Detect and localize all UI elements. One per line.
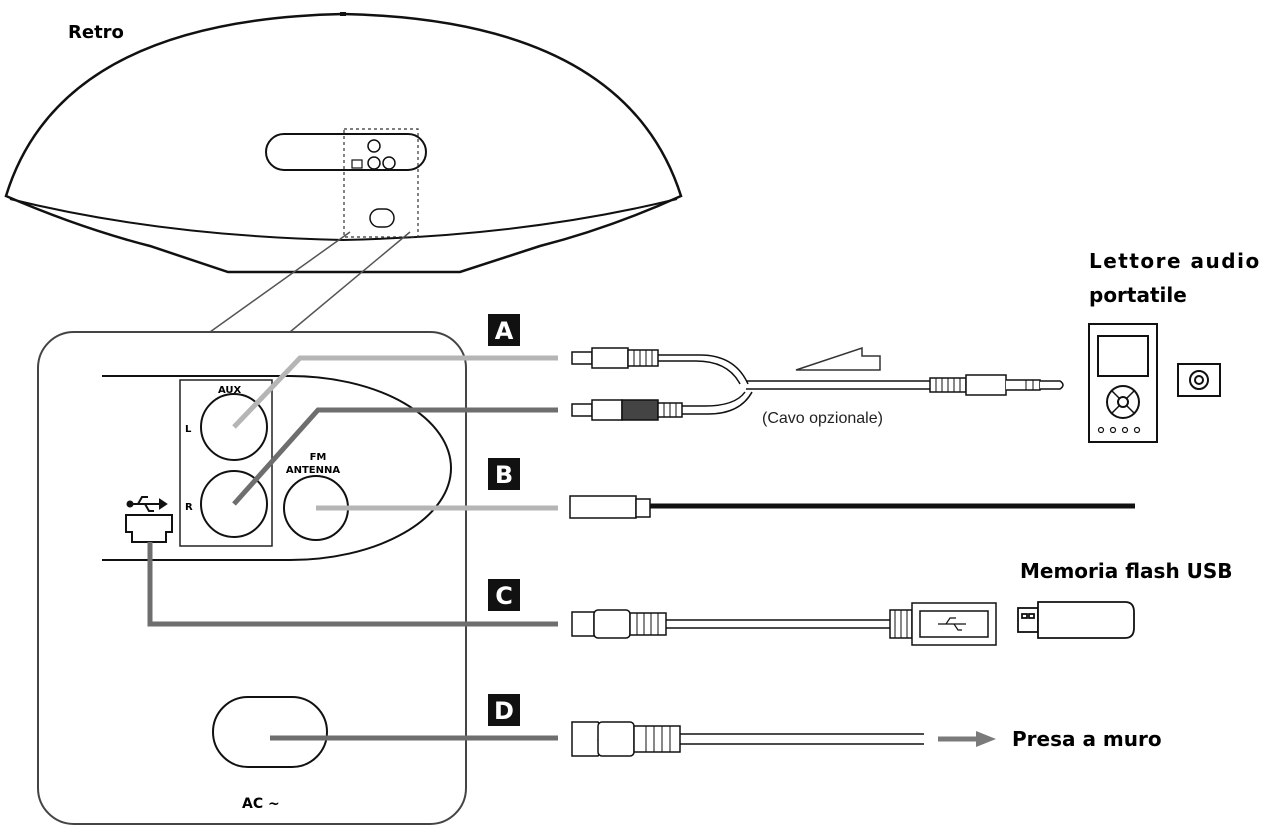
fm-label: FM	[310, 452, 327, 463]
lead-usb	[147, 542, 558, 627]
lead-aux-right	[232, 407, 558, 506]
retro-label: Retro	[68, 22, 124, 43]
portable-player-label-2: portatile	[1089, 283, 1187, 307]
badge-d: D	[488, 694, 520, 726]
signal-direction-arrow	[795, 346, 881, 371]
leader-lines	[147, 355, 558, 741]
rca-cable	[571, 347, 1064, 421]
wall-outlet-arrow	[938, 731, 996, 747]
aux-label: AUX	[218, 385, 242, 396]
power-cord	[571, 721, 924, 757]
fm-antenna-wire	[569, 495, 1135, 519]
player-side-icon	[1177, 363, 1221, 397]
usb-flash-drive-icon	[1017, 601, 1135, 639]
zoom-callout-lines	[209, 231, 411, 333]
speaker-rear-view	[4, 12, 683, 274]
aux-l-label: L	[185, 424, 192, 435]
antenna-label: ANTENNA	[286, 465, 340, 476]
badge-c: C	[488, 579, 520, 611]
aux-r-label: R	[185, 502, 193, 513]
badge-b: B	[488, 458, 520, 490]
portable-player-icon	[1088, 323, 1158, 443]
badge-a: A	[488, 314, 520, 346]
wall-outlet-label: Presa a muro	[1012, 727, 1162, 751]
usb-flash-label: Memoria flash USB	[1020, 559, 1233, 583]
usb-port	[125, 514, 173, 543]
svg-text:D: D	[494, 697, 514, 725]
usb-cable	[571, 602, 997, 646]
optional-cable-label: (Cavo opzionale)	[762, 410, 883, 427]
zoom-region	[343, 128, 419, 238]
svg-text:C: C	[495, 582, 513, 610]
lead-aux-left	[232, 355, 558, 429]
ac-inlet	[212, 696, 328, 768]
svg-text:B: B	[495, 461, 513, 489]
portable-player-label-1: Lettore audio	[1089, 249, 1261, 273]
ac-label: AC ~	[242, 796, 280, 812]
svg-text:A: A	[495, 317, 514, 345]
connector-panel	[37, 331, 467, 825]
usb-icon	[126, 496, 168, 512]
